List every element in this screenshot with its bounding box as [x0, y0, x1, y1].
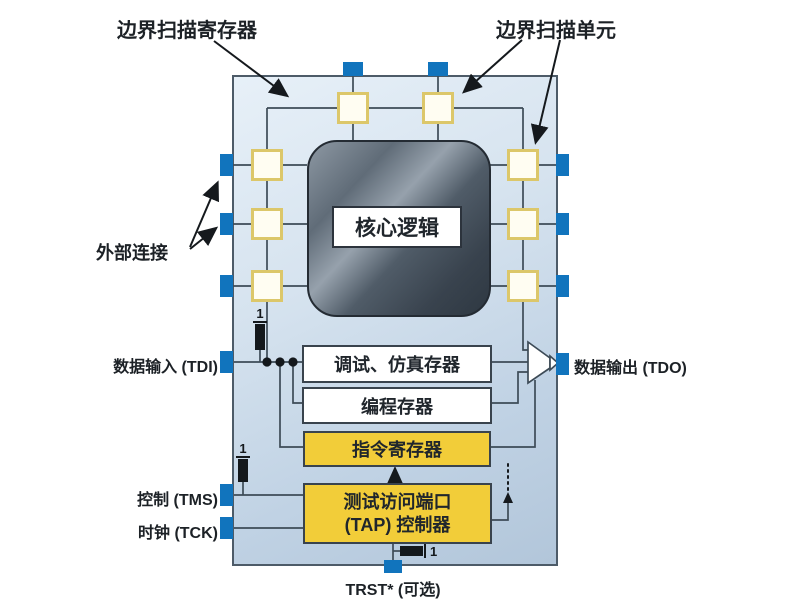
tms-pin: [220, 484, 233, 506]
pin-right-3: [556, 275, 569, 297]
pin-top-1: [343, 62, 363, 76]
programming-register-box: 编程存器: [302, 387, 492, 424]
trst-label: TRST* (可选): [345, 582, 441, 599]
trst-pullup-resistor-icon: 1: [393, 544, 437, 559]
pin-top-2: [428, 62, 448, 76]
pin-right-2: [556, 213, 569, 235]
boundary-scan-cell: [337, 92, 369, 124]
boundary-scan-cell: [507, 208, 539, 240]
core-logic-label: 核心逻辑: [332, 206, 462, 248]
trst-pullup-label: 1: [430, 544, 437, 559]
external-connection-arrow-2-icon: [189, 226, 219, 250]
debug-emulation-register-box: 调试、仿真存器: [302, 345, 492, 383]
tdi-pullup-label: 1: [256, 306, 263, 321]
boundary-scan-cell: [507, 270, 539, 302]
boundary-scan-cell: [251, 149, 283, 181]
tap-controller-box: 测试访问端口 (TAP) 控制器: [303, 483, 492, 544]
boundary-scan-cell: [251, 270, 283, 302]
junction-dots: [262, 357, 298, 367]
tms-pullup-label: 1: [239, 441, 246, 456]
tdo-mux-icon: [527, 340, 560, 385]
boundary-scan-cell-arrow-2-icon: [530, 39, 561, 145]
pin-left-1: [220, 154, 233, 176]
instruction-register-box: 指令寄存器: [303, 431, 491, 467]
tap-dotted-arrow-icon: [503, 463, 513, 503]
boundary-scan-cell: [251, 208, 283, 240]
tms-label: 控制 (TMS): [137, 492, 218, 509]
pin-left-3: [220, 275, 233, 297]
tms-pullup-resistor-icon: 1: [236, 441, 250, 495]
tap-controller-line1: 测试访问端口: [343, 492, 452, 512]
boundary-scan-register-arrow-icon: [213, 40, 290, 98]
tap-controller-line2: (TAP) 控制器: [344, 514, 451, 535]
tdi-pin: [220, 351, 233, 373]
junction-dot: [288, 357, 298, 367]
boundary-scan-cell-label: 边界扫描单元: [496, 20, 616, 42]
boundary-scan-register-label: 边界扫描寄存器: [117, 20, 257, 42]
tdi-pullup-resistor-icon: 1: [253, 306, 267, 362]
boundary-scan-cell: [507, 149, 539, 181]
tck-label: 时钟 (TCK): [138, 525, 218, 542]
junction-dot: [275, 357, 285, 367]
tck-pin: [220, 517, 233, 539]
boundary-scan-cell-arrow-1-icon: [462, 39, 523, 94]
junction-dot: [262, 357, 272, 367]
trst-pin: [384, 560, 402, 573]
pin-left-2: [220, 213, 233, 235]
boundary-scan-cell: [422, 92, 454, 124]
tdi-label: 数据输入 (TDI): [113, 359, 218, 376]
pin-right-1: [556, 154, 569, 176]
external-connection-label: 外部连接: [96, 243, 168, 263]
external-connection-arrow-1-icon: [189, 180, 219, 248]
tdo-label: 数据输出 (TDO): [574, 360, 687, 377]
tdo-pin: [556, 353, 569, 375]
